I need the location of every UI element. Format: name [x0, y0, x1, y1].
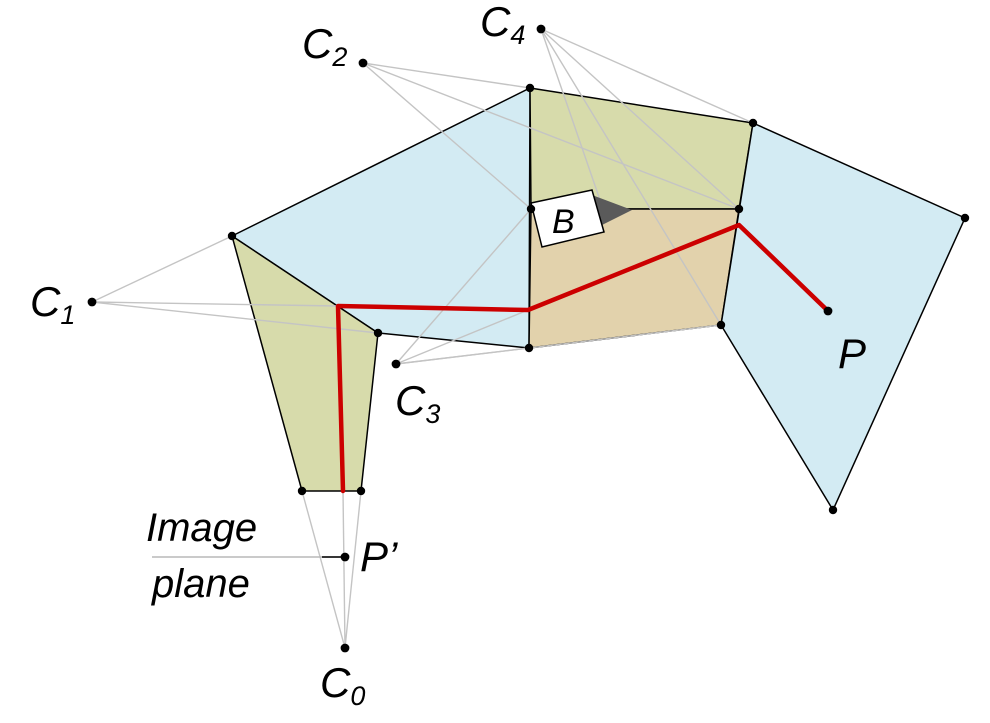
light-transport-path [335, 222, 831, 494]
region-right-blue [720, 121, 966, 512]
ray-group-c1 [91, 235, 379, 334]
blocker-b-box [530, 189, 605, 248]
point-p-prime [340, 552, 350, 562]
vertex-points [227, 83, 970, 515]
label-c3: C3 [395, 377, 440, 429]
label-c4: C4 [480, 0, 525, 50]
label-image-plane-line2: plane [151, 562, 250, 606]
label-p: P [838, 330, 866, 377]
camera-point-c4 [536, 24, 546, 34]
camera-point-c0 [340, 643, 350, 653]
camera-point-c2 [358, 58, 368, 68]
ray-group-c4 [540, 28, 754, 326]
ray-group-c3 [395, 208, 722, 365]
label-p-prime: P’ [360, 533, 398, 580]
label-c1: C1 [30, 278, 75, 330]
label-b: B [552, 203, 575, 241]
label-c0: C0 [320, 659, 365, 711]
camera-point-c3 [391, 359, 401, 369]
label-c2: C2 [302, 20, 347, 72]
point-p [823, 306, 833, 316]
label-image-plane-line1: Image [146, 506, 257, 550]
blocker-shadow [592, 195, 632, 226]
camera-point-c1 [87, 297, 97, 307]
ray-group-c2 [362, 62, 740, 210]
ray-group-c0 [301, 490, 362, 649]
